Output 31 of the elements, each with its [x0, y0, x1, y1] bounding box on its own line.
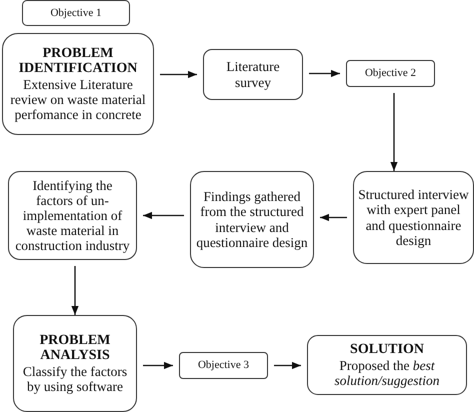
arrow	[274, 362, 301, 370]
heading: PROBLEM IDENTIFICATION	[18, 46, 138, 77]
box-text: Identifying the factors of un-implementation of waste material in construction industry	[14, 178, 131, 254]
objective-box	[346, 60, 435, 87]
arrow	[71, 266, 79, 315]
process-box	[307, 335, 467, 395]
box-text: Objective 1	[50, 6, 102, 20]
arrow	[320, 214, 347, 222]
box-text: Structured interview with expert panel and questionnaire design	[358, 187, 469, 248]
objective-box	[22, 0, 130, 26]
process-box	[8, 171, 137, 260]
process-box	[13, 315, 137, 412]
process-box	[203, 49, 303, 100]
box-text: Objective 2	[364, 67, 416, 80]
box-text: Proposed the best solution/suggestion	[333, 358, 440, 388]
process-box	[190, 171, 314, 268]
arrow	[390, 93, 398, 171]
process-box	[353, 171, 474, 264]
arrow	[309, 70, 340, 78]
box-text: Classify the factors by using software	[22, 364, 128, 394]
box-text: Findings gathered from the structured interview and questionnaire design	[195, 189, 309, 250]
arrow	[143, 212, 184, 220]
heading: SOLUTION	[350, 342, 424, 358]
process-box	[2, 33, 154, 135]
box-text: Objective 3	[198, 359, 249, 372]
arrow	[143, 362, 173, 370]
box-text: Extensive Literature review on waste material perfomance in concrete	[9, 77, 147, 122]
heading: PROBLEM ANALYSIS	[38, 332, 112, 364]
box-text: Literature survey	[225, 59, 281, 90]
arrow	[160, 70, 197, 78]
objective-box	[179, 352, 268, 379]
